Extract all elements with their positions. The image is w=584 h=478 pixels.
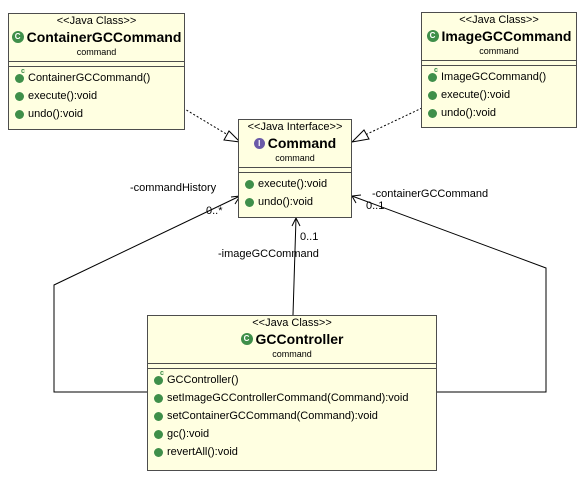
class-box-image-gc-command[interactable]: <<Java Class>> C ImageGCCommand command … [421,12,577,128]
operations-divider [9,66,184,67]
stereotype-label: <<Java Class>> [252,317,332,329]
attributes-divider [239,167,351,168]
operation-item[interactable]: gc():void [154,425,436,443]
operation-item[interactable]: execute():void [428,86,576,104]
operation-item[interactable]: GCController() [154,370,436,389]
constructor-icon [15,68,25,83]
public-method-icon [154,447,163,457]
class-box-gc-controller[interactable]: <<Java Class>> C GCController command GC… [147,315,437,471]
package-label: command [275,153,315,163]
operation-item[interactable]: setContainerGCCommand(Command):void [154,407,436,425]
interface-box-command[interactable]: <<Java Interface>> I Command command exe… [238,119,352,218]
stereotype-label: <<Java Class>> [459,14,539,26]
public-method-icon [15,91,24,101]
role-label-command-history: -commandHistory [130,182,217,194]
class-name: ContainerGCCommand [26,29,182,45]
operation-item[interactable]: execute():void [245,175,351,193]
role-label-container-gc-command: -containerGCCommand [372,188,489,200]
public-method-icon [245,197,254,207]
operation-label: execute():void [441,89,511,101]
public-method-icon [154,393,163,403]
association-line-container [351,195,547,393]
class-name: ImageGCCommand [441,28,572,44]
operation-label: undo():void [441,107,497,119]
operation-label: setContainerGCCommand(Command):void [167,410,378,422]
package-label: command [479,46,519,56]
operation-label: gc():void [167,428,210,440]
operation-label: undo():void [28,108,84,120]
constructor-icon [154,370,164,385]
operation-label: execute():void [28,90,98,102]
realization-line-container [182,107,229,136]
realization-line-image [364,107,423,136]
class-icon: C [240,333,253,345]
interface-icon: I [253,137,265,149]
role-label-image-gc-command: -imageGCCommand [218,248,319,260]
operation-label: setImageGCControllerCommand(Command):voi… [167,392,409,404]
public-method-icon [15,109,24,119]
attributes-divider [9,61,184,62]
association-line-history [53,195,241,393]
attributes-divider [422,60,576,61]
package-label: command [272,349,312,359]
operation-label: undo():void [258,196,314,208]
class-name: GCController [255,331,344,347]
association-arrowhead-image [291,216,301,227]
operations-divider [239,172,351,173]
constructor-icon [428,67,438,82]
multiplicity-label-command-history: 0..* [206,205,223,217]
association-line-image [292,217,297,316]
operation-label: ImageGCCommand() [441,71,547,83]
package-label: command [76,47,117,57]
public-method-icon [428,108,437,118]
operation-label: revertAll():void [167,446,238,458]
operation-item[interactable]: undo():void [15,105,184,123]
operation-label: ContainerGCCommand() [28,72,151,84]
stereotype-label: <<Java Interface>> [247,121,343,133]
public-method-icon [154,411,163,421]
public-method-icon [154,429,163,439]
operation-item[interactable]: setImageGCControllerCommand(Command):voi… [154,389,436,407]
operations-divider [148,368,436,369]
class-box-container-gc-command[interactable]: <<Java Class>> C ContainerGCCommand comm… [8,13,185,130]
multiplicity-label-image: 0..1 [300,231,319,243]
interface-name: Command [267,135,337,151]
operation-item[interactable]: undo():void [245,193,351,211]
multiplicity-label-container: 0..1 [366,200,385,212]
stereotype-label: <<Java Class>> [56,15,137,27]
public-method-icon [428,90,437,100]
operation-item[interactable]: undo():void [428,104,576,122]
operation-label: GCController() [167,374,239,386]
operation-label: execute():void [258,178,328,190]
operation-item[interactable]: revertAll():void [154,443,436,461]
realization-arrowhead-container [223,130,242,143]
operation-item[interactable]: ImageGCCommand() [428,67,576,86]
realization-arrowhead-image [350,129,370,143]
association-arrowhead-container [351,194,362,204]
operations-divider [422,65,576,66]
public-method-icon [245,179,254,189]
operation-item[interactable]: execute():void [15,87,184,105]
operation-item[interactable]: ContainerGCCommand() [15,68,184,87]
class-icon: C [11,31,24,43]
class-icon: C [426,30,439,42]
attributes-divider [148,363,436,364]
